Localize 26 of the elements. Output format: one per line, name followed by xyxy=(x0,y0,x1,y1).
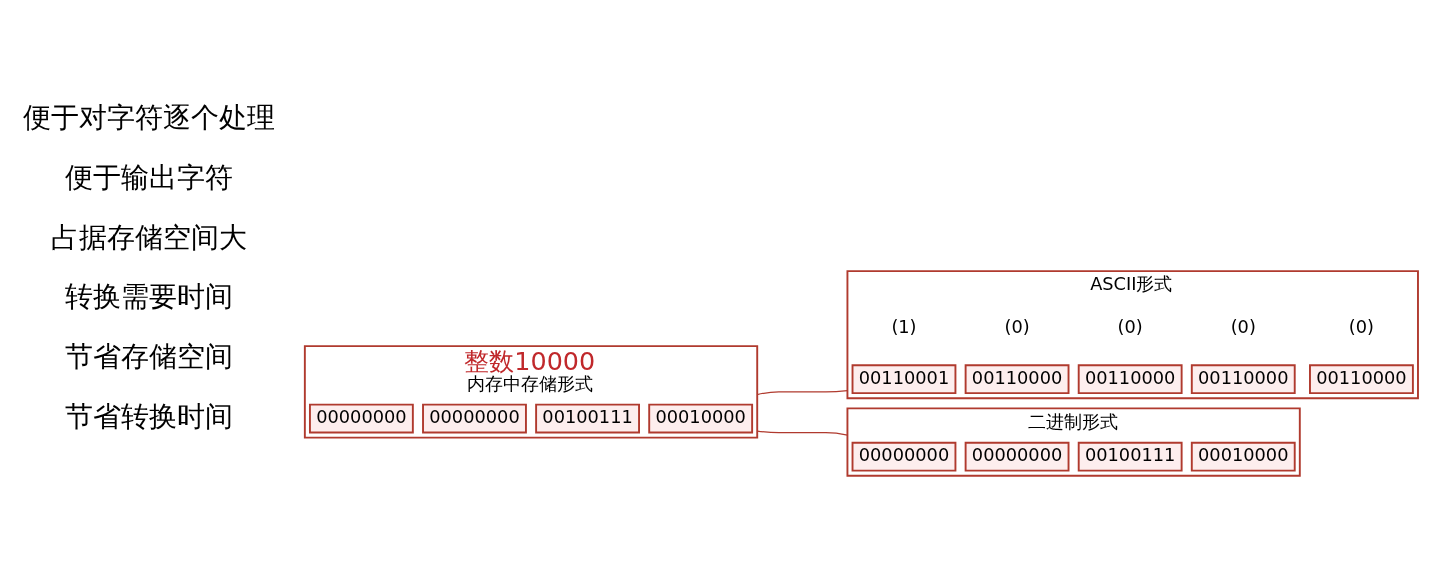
label: 转换需要时间 xyxy=(64,279,233,313)
node-box: 00000000 xyxy=(422,403,527,433)
node-label: (0) xyxy=(1004,315,1030,337)
node-box: 00000000 xyxy=(851,441,957,472)
label: 便于对字符逐个处理 xyxy=(22,100,275,134)
node-box: 00110001 xyxy=(851,363,957,394)
node-box: 00110000 xyxy=(1190,363,1296,394)
label: 便于输出字符 xyxy=(64,160,233,194)
node-box: 00010000 xyxy=(1190,441,1296,472)
label: 占据存储空间大 xyxy=(50,220,247,254)
node-box: 00100111 xyxy=(1077,441,1183,472)
connector xyxy=(756,429,849,436)
node-label: (0) xyxy=(1117,315,1143,337)
connector xyxy=(756,389,849,395)
node-box: 00100111 xyxy=(535,403,640,433)
node-label: (0) xyxy=(1348,315,1375,337)
node-label: (0) xyxy=(1230,315,1256,337)
node-box: 00110000 xyxy=(1309,363,1414,394)
node-box: 00110000 xyxy=(964,363,1070,394)
node-box: 00000000 xyxy=(308,403,414,433)
label: 节省转换时间 xyxy=(64,399,233,433)
label: 节省存储空间 xyxy=(64,339,233,373)
node-box: 00110000 xyxy=(1077,363,1183,394)
node-box: 00010000 xyxy=(648,403,754,433)
node-box: 00000000 xyxy=(964,441,1070,472)
node-label: (1) xyxy=(891,315,917,337)
